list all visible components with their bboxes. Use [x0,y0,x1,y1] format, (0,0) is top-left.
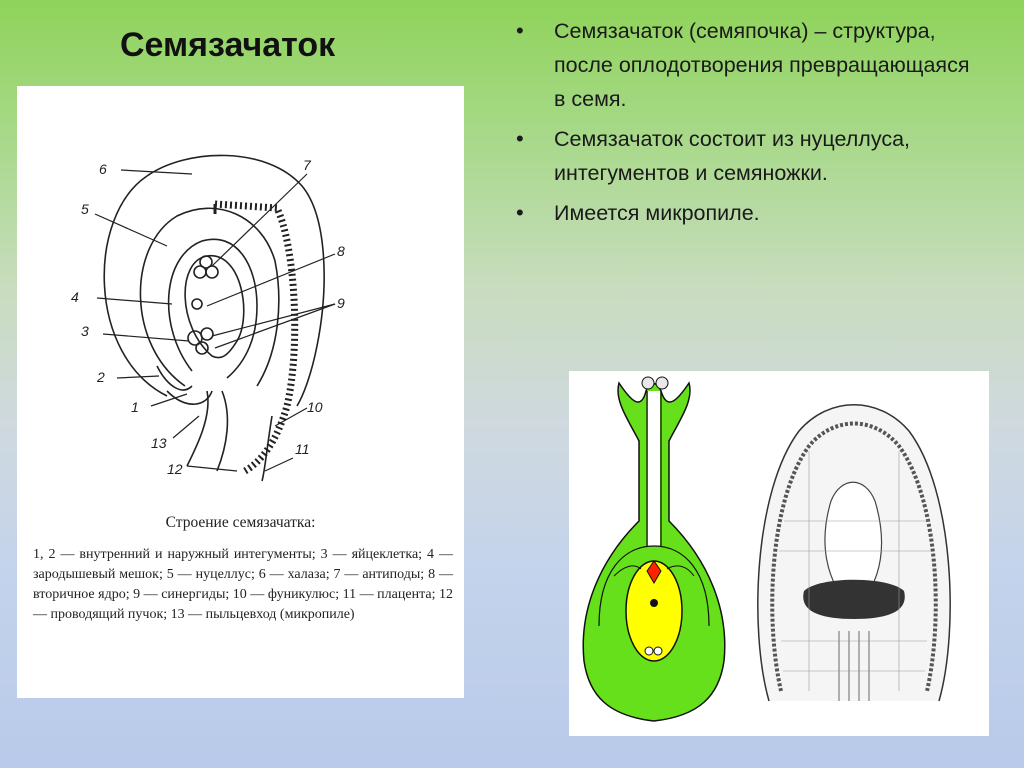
bullet-text: Семязачаток (семяпочка) – структура, пос… [554,19,970,111]
label-12: 12 [167,461,183,477]
bullet-text: Имеется микропиле. [554,201,760,225]
ovule-diagram-panel: 6 7 5 8 4 9 3 2 1 10 13 11 12 Строение с… [17,86,464,698]
bullet-item: • Семязачаток (семяпочка) – структура, по… [514,14,974,116]
bullet-icon: • [516,18,524,43]
label-3: 3 [81,323,89,339]
micrograph-ovule-drawing [757,404,951,702]
ovule-illustrations-panel [569,371,989,736]
label-7: 7 [303,157,312,173]
colored-ovule-schematic [582,376,726,722]
bullet-list: • Семязачаток (семяпочка) – структура, по… [514,14,974,236]
ovule-illustrations [582,376,951,722]
label-5: 5 [81,201,89,217]
ovule-line-drawing: 6 7 5 8 4 9 3 2 1 10 13 11 12 [71,154,345,482]
diagram-caption: Строение семязачатка: [165,514,316,531]
slide-title: Семязачаток [120,26,336,64]
label-1: 1 [131,399,139,415]
bullet-icon: • [516,200,524,225]
bullet-item: • Семязачаток состоит из нуцеллуса, интег… [514,122,974,190]
label-4: 4 [71,289,79,305]
label-10: 10 [307,399,323,415]
label-2: 2 [96,369,105,385]
label-6: 6 [99,161,107,177]
label-9: 9 [337,295,345,311]
label-11: 11 [295,441,310,457]
label-8: 8 [337,243,345,259]
bullet-text: Семязачаток состоит из нуцеллуса, интегу… [554,127,911,185]
label-13: 13 [151,435,167,451]
bullet-icon: • [516,126,524,151]
diagram-legend: 1, 2 — внутренний и наружный интегументы… [33,547,453,622]
bullet-item: • Имеется микропиле. [514,196,974,230]
